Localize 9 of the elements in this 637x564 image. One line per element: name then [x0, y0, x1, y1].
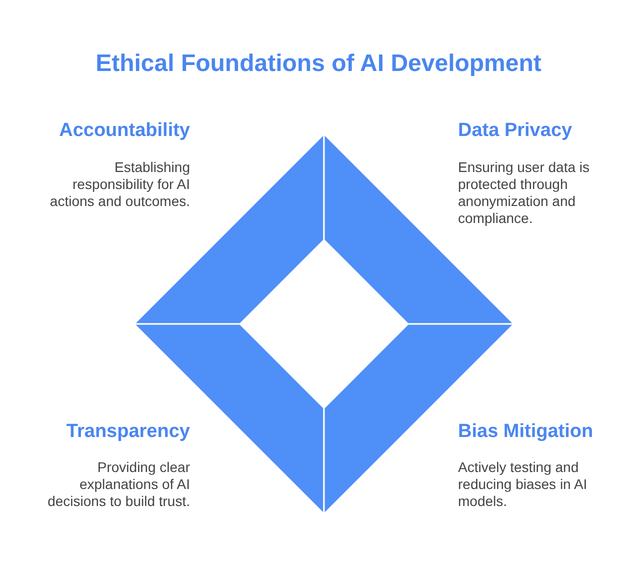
section-heading: Transparency: [66, 421, 190, 443]
description-text: Ensuring user data is protected through anonymization and compliance.: [458, 159, 591, 227]
section-heading: Data Privacy: [458, 120, 572, 142]
description-text: Actively testing and reducing biases in AI models.: [458, 459, 588, 510]
description-text: Providing clear explanations of AI decisions to build trust.: [46, 459, 190, 510]
description-text: Establishing responsibility for AI actions and outcomes.: [48, 159, 190, 210]
section-heading: Accountability: [59, 120, 190, 142]
title: Ethical Foundations of AI Development: [94, 50, 542, 78]
section-heading: Bias Mitigation: [458, 421, 594, 443]
